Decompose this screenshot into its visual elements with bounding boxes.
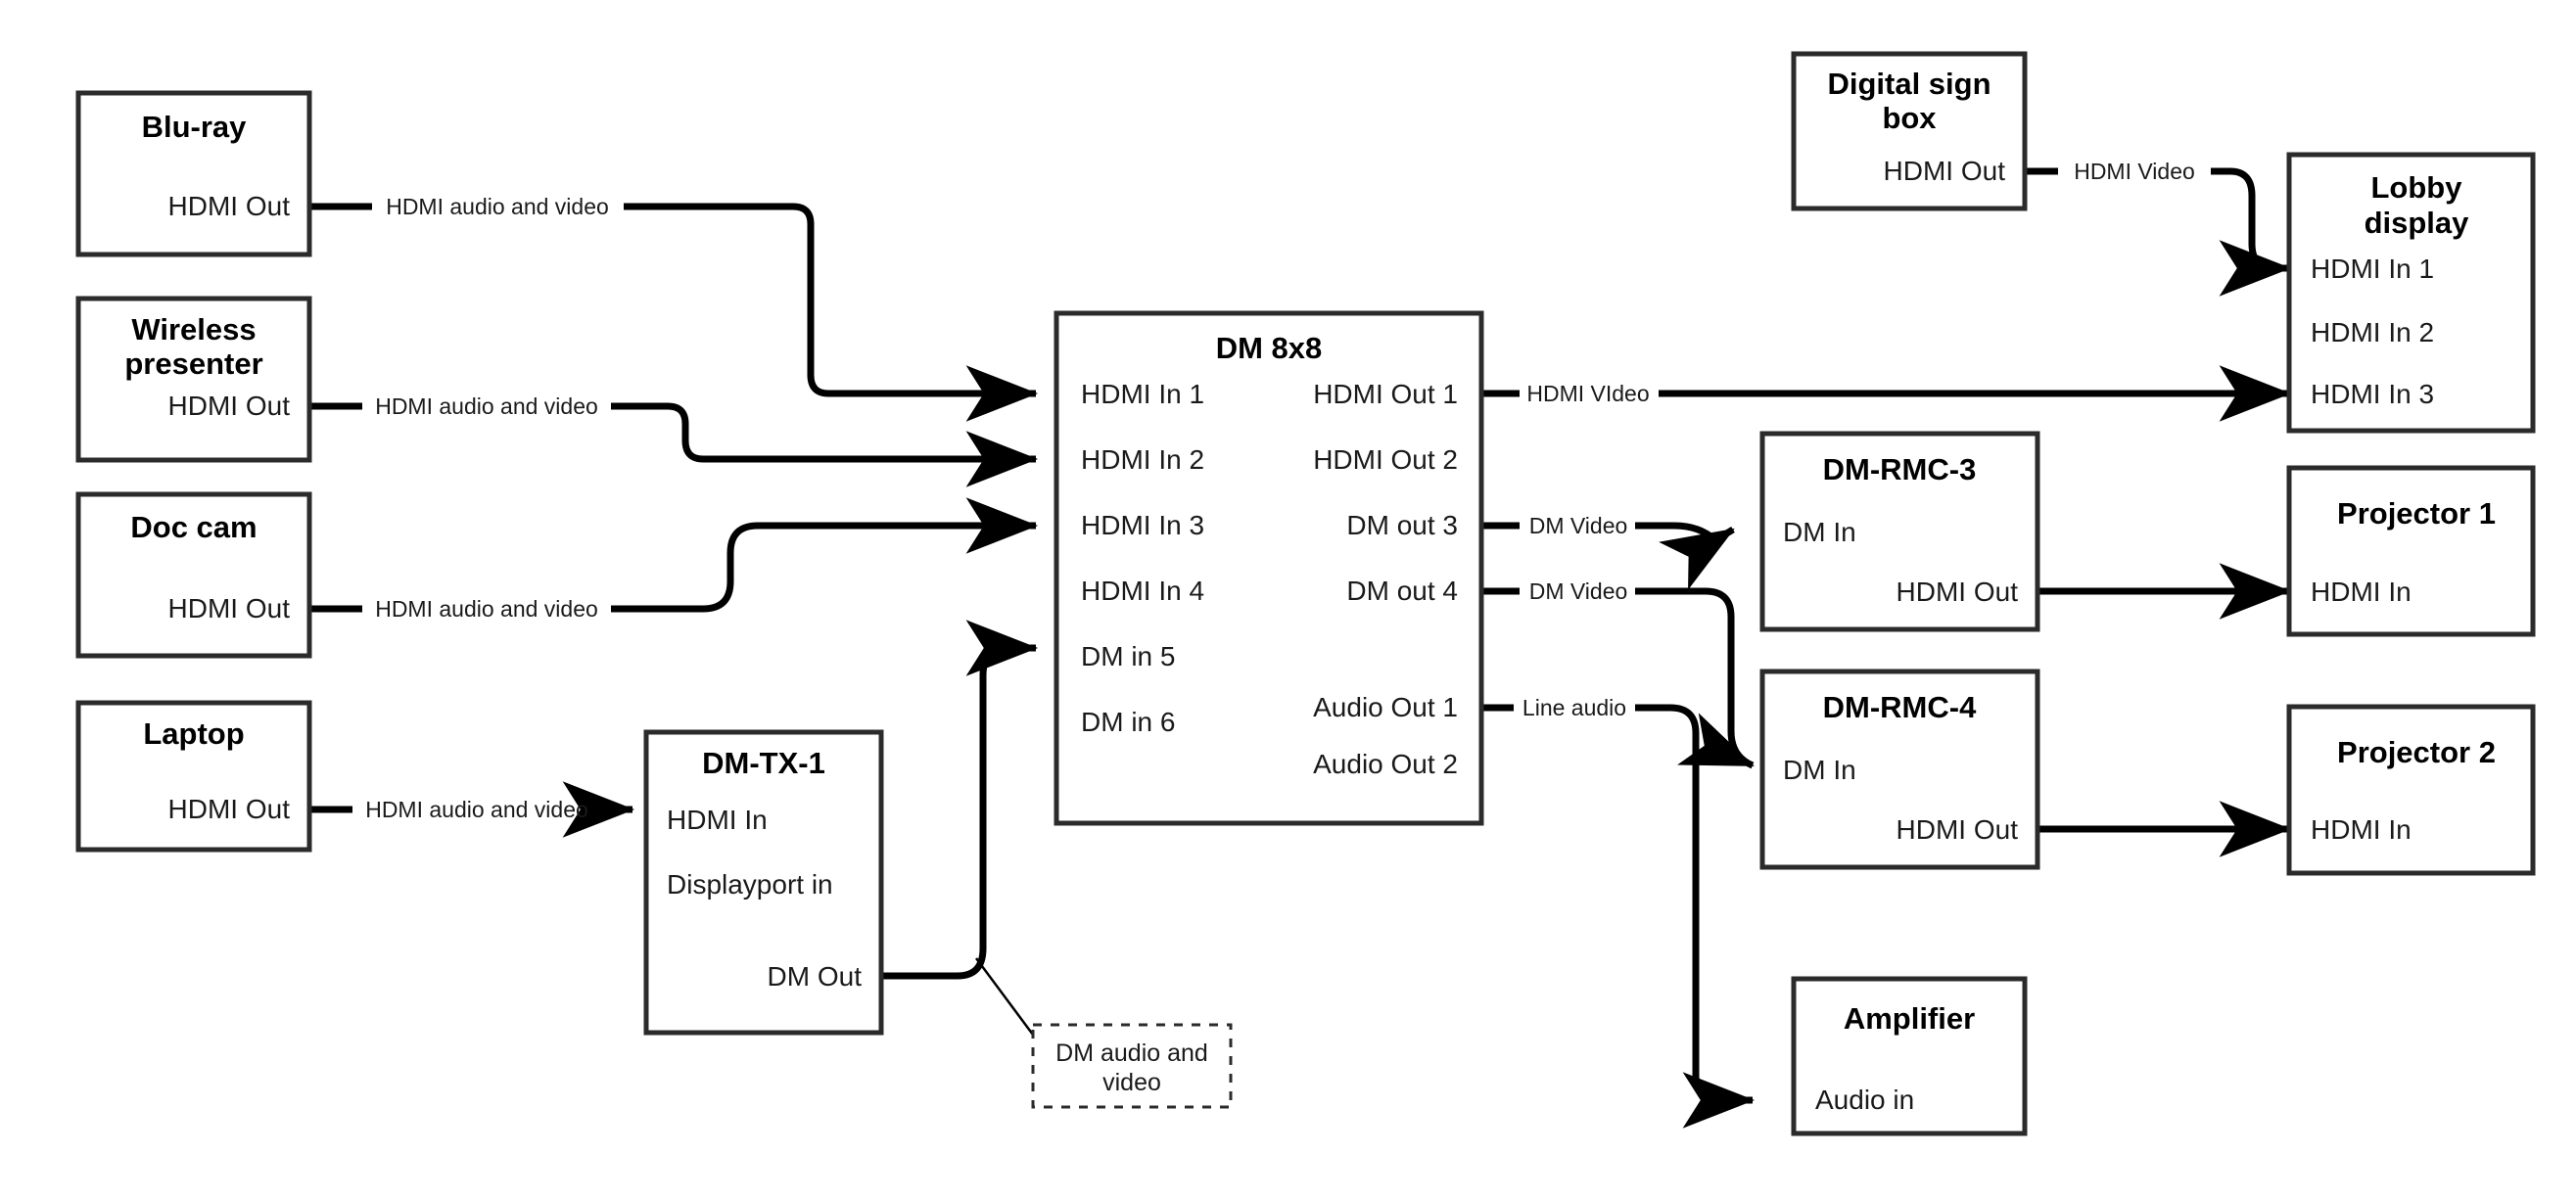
node-dm-tx-1[interactable]: DM-TX-1 HDMI In Displayport in DM Out bbox=[643, 729, 884, 1036]
node-title-signbox-line1: Digital sign bbox=[1827, 67, 1991, 101]
port-dm8x8-in-3: HDMI In 3 bbox=[1081, 510, 1204, 540]
node-title-signbox-line2: box bbox=[1882, 101, 1937, 135]
node-title-projector-1: Projector 1 bbox=[2337, 496, 2496, 531]
node-dm-8x8[interactable]: DM 8x8 HDMI In 1 HDMI In 2 HDMI In 3 HDM… bbox=[1054, 310, 1484, 826]
node-projector-1[interactable]: Projector 1 HDMI In bbox=[2286, 465, 2536, 637]
port-bluray-hdmi-out: HDMI Out bbox=[168, 191, 291, 221]
edge-label-hdmi-out1: HDMI VIdeo bbox=[1526, 381, 1649, 406]
port-rmc3-hdmi-out: HDMI Out bbox=[1897, 577, 2019, 607]
port-dm8x8-out-3: DM out 3 bbox=[1346, 510, 1458, 540]
node-title-wireless-line1: Wireless bbox=[131, 312, 256, 346]
edge-label-doccam: HDMI audio and video bbox=[375, 596, 598, 622]
node-title-dm-rmc-3: DM-RMC-3 bbox=[1823, 452, 1977, 486]
port-dm8x8-audio-out-1: Audio Out 1 bbox=[1313, 692, 1458, 722]
port-signbox-hdmi-out: HDMI Out bbox=[1884, 156, 2006, 186]
edge-label-signbox: HDMI Video bbox=[2074, 159, 2195, 184]
port-dm8x8-in-2: HDMI In 2 bbox=[1081, 444, 1204, 475]
node-title-bluray: Blu-ray bbox=[142, 110, 248, 144]
port-dm8x8-audio-out-2: Audio Out 2 bbox=[1313, 749, 1458, 779]
node-dm-rmc-3[interactable]: DM-RMC-3 DM In HDMI Out bbox=[1759, 431, 2040, 632]
port-amplifier-audio-in: Audio in bbox=[1815, 1085, 1914, 1115]
port-dm8x8-in-5: DM in 5 bbox=[1081, 641, 1175, 671]
edge-label-dm-out4: DM Video bbox=[1529, 578, 1628, 604]
callout-dm-audio-and-video: DM audio and video bbox=[1031, 1023, 1233, 1109]
edge-dm8x8-out3-to-rmc3: DM Video bbox=[1481, 513, 1735, 590]
node-dm-rmc-4[interactable]: DM-RMC-4 DM In HDMI Out bbox=[1759, 669, 2040, 870]
port-dm8x8-out-4: DM out 4 bbox=[1346, 576, 1458, 606]
port-dmtx1-dm-out: DM Out bbox=[768, 961, 863, 992]
port-projector1-hdmi-in: HDMI In bbox=[2311, 577, 2412, 607]
port-lobby-hdmi-in-1: HDMI In 1 bbox=[2311, 254, 2434, 284]
port-dm8x8-in-1: HDMI In 1 bbox=[1081, 379, 1204, 409]
node-wireless-presenter[interactable]: Wireless presenter HDMI Out bbox=[75, 296, 312, 463]
edge-label-dm-out3: DM Video bbox=[1529, 513, 1628, 538]
port-dm8x8-out-2: HDMI Out 2 bbox=[1313, 444, 1458, 475]
node-title-dm-8x8: DM 8x8 bbox=[1216, 331, 1323, 365]
node-amplifier[interactable]: Amplifier Audio in bbox=[1791, 976, 2028, 1136]
node-title-amplifier: Amplifier bbox=[1844, 1001, 1975, 1036]
node-projector-2[interactable]: Projector 2 HDMI In bbox=[2286, 704, 2536, 876]
node-doc-cam[interactable]: Doc cam HDMI Out bbox=[75, 491, 312, 659]
edge-wireless-to-dm8x8: HDMI audio and video bbox=[309, 393, 1039, 487]
port-rmc4-hdmi-out: HDMI Out bbox=[1897, 814, 2019, 845]
edge-label-bluray: HDMI audio and video bbox=[386, 194, 609, 219]
port-lobby-hdmi-in-2: HDMI In 2 bbox=[2311, 317, 2434, 347]
node-title-lobby-line2: display bbox=[2365, 206, 2470, 240]
port-rmc3-dm-in: DM In bbox=[1783, 517, 1856, 547]
node-laptop[interactable]: Laptop HDMI Out bbox=[75, 700, 312, 853]
node-lobby-display[interactable]: Lobby display HDMI In 1 HDMI In 2 HDMI I… bbox=[2286, 152, 2536, 434]
port-lobby-hdmi-in-3: HDMI In 3 bbox=[2311, 379, 2434, 409]
node-title-laptop: Laptop bbox=[143, 716, 244, 751]
port-laptop-hdmi-out: HDMI Out bbox=[168, 794, 291, 824]
edge-dm8x8-audio1-to-amp: Line audio bbox=[1481, 695, 1756, 1129]
node-digital-sign-box[interactable]: Digital sign box HDMI Out bbox=[1791, 51, 2028, 211]
port-doccam-hdmi-out: HDMI Out bbox=[168, 593, 291, 624]
port-rmc4-dm-in: DM In bbox=[1783, 755, 1856, 785]
edge-label-line-audio: Line audio bbox=[1522, 695, 1626, 720]
edge-label-wireless: HDMI audio and video bbox=[375, 393, 598, 419]
port-wireless-hdmi-out: HDMI Out bbox=[168, 391, 291, 421]
edge-doccam-to-dm8x8: HDMI audio and video bbox=[309, 497, 1039, 622]
port-projector2-hdmi-in: HDMI In bbox=[2311, 814, 2412, 845]
edge-dm8x8-out1-to-lobby: HDMI VIdeo bbox=[1481, 365, 2292, 422]
callout-text-line1: DM audio and bbox=[1055, 1039, 1208, 1067]
node-bluray[interactable]: Blu-ray HDMI Out bbox=[75, 90, 312, 257]
port-dm8x8-in-6: DM in 6 bbox=[1081, 707, 1175, 737]
node-title-dm-tx-1: DM-TX-1 bbox=[702, 746, 825, 780]
node-title-doc-cam: Doc cam bbox=[130, 510, 257, 544]
edge-dm8x8-out4-to-rmc4: DM Video bbox=[1481, 578, 1755, 769]
edge-label-laptop: HDMI audio and video bbox=[365, 797, 588, 822]
node-title-dm-rmc-4: DM-RMC-4 bbox=[1823, 690, 1977, 724]
node-title-wireless-line2: presenter bbox=[124, 346, 262, 381]
port-dmtx1-hdmi-in: HDMI In bbox=[667, 805, 768, 835]
edge-signbox-to-lobby: HDMI Video bbox=[2025, 159, 2292, 297]
edge-dmtx1-to-dm8x8 bbox=[881, 620, 1039, 980]
callout-text-line2: video bbox=[1102, 1069, 1161, 1096]
edge-laptop-to-dmtx1: HDMI audio and video bbox=[309, 781, 635, 838]
edge-bluray-to-dm8x8: HDMI audio and video bbox=[309, 194, 1039, 422]
node-title-projector-2: Projector 2 bbox=[2337, 735, 2496, 769]
node-title-lobby-line1: Lobby bbox=[2371, 170, 2463, 205]
port-dm8x8-in-4: HDMI In 4 bbox=[1081, 576, 1204, 606]
port-dm8x8-out-1: HDMI Out 1 bbox=[1313, 379, 1458, 409]
port-dmtx1-displayport-in: Displayport in bbox=[667, 869, 833, 900]
